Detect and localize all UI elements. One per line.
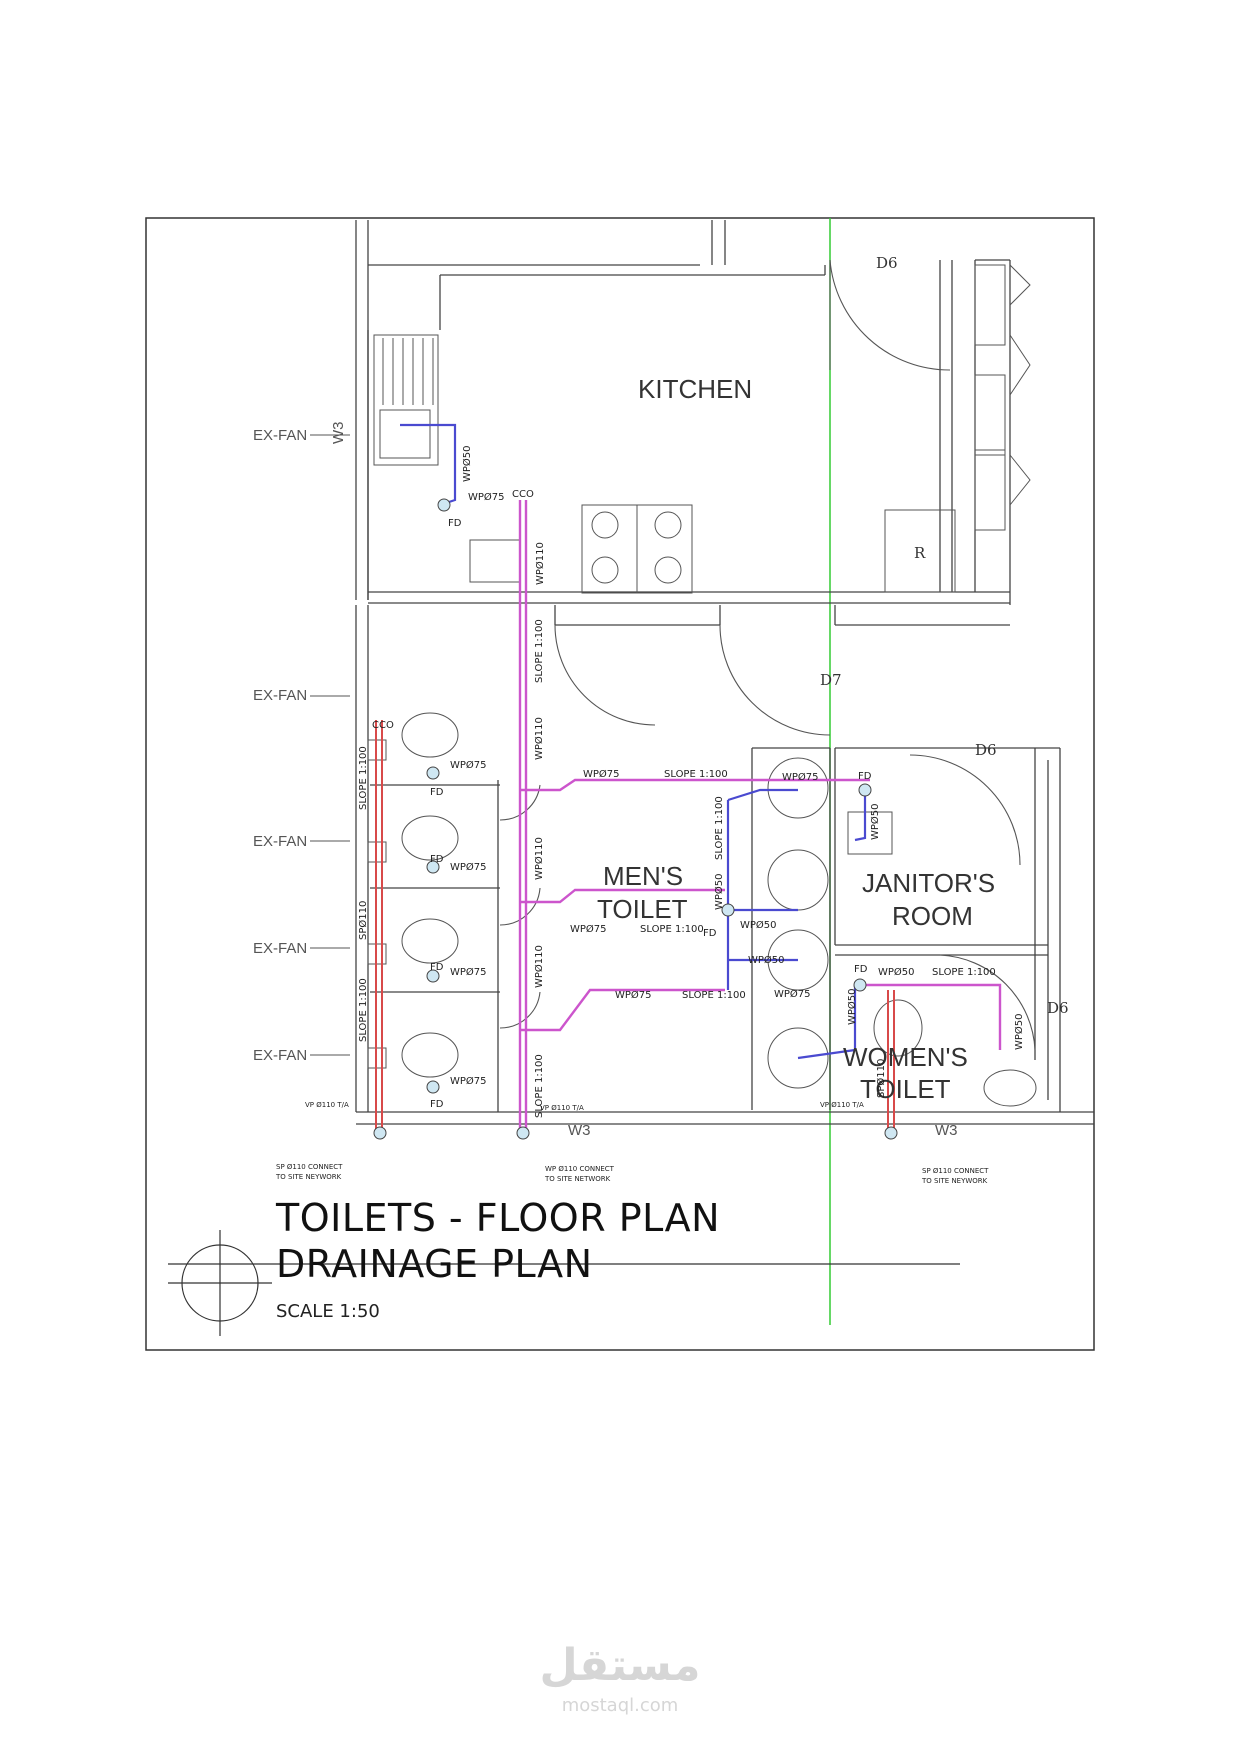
wc-1 <box>401 712 459 758</box>
tag-wp50-womens-v: WPØ50 <box>1013 1013 1025 1050</box>
tag-wp50-womens-2: WPØ50 <box>846 988 858 1025</box>
tag-wp50-basin-2: WPØ50 <box>740 919 777 931</box>
tag-fd-cub-3: FD <box>430 962 444 973</box>
tag-wp110-kitchen: WPØ110 <box>534 542 546 585</box>
drawing-frame <box>145 217 1095 1351</box>
tag-wp110-mens-2: WPØ110 <box>533 837 545 880</box>
tag-fd-cub-1: FD <box>430 787 444 798</box>
tag-slope-vertical: SLOPE 1:100 <box>534 619 545 683</box>
wc-4 <box>401 1032 459 1078</box>
kitchen-fixtures <box>373 334 956 594</box>
room-kitchen: KITCHEN <box>638 374 752 404</box>
room-mens-line2: TOILET <box>597 894 688 924</box>
tag-slope-branch-1: SLOPE 1:100 <box>664 769 728 780</box>
room-womens-line1: WOMEN'S <box>843 1042 968 1072</box>
ex-fan-label-1: EX-FAN <box>253 427 307 444</box>
door-d7: D7 <box>820 671 842 689</box>
ex-fan-label-4: EX-FAN <box>253 940 307 957</box>
tag-fd-cub-4: FD <box>430 1099 444 1110</box>
tag-wp75-cub-2: WPØ75 <box>450 861 487 873</box>
tag-slope-branch-2: SLOPE 1:100 <box>640 924 704 935</box>
note-vp-right: VP Ø110 T/A <box>820 1101 864 1109</box>
tag-wp75-cub-4: WPØ75 <box>450 1075 487 1087</box>
refrigerator <box>884 509 956 593</box>
wc-2 <box>401 815 459 861</box>
tag-fd-janitor: FD <box>858 771 872 782</box>
w3-label-womens: W3 <box>935 1122 958 1139</box>
ex-fan-label-2: EX-FAN <box>253 687 307 704</box>
room-womens-line2: TOILET <box>860 1074 951 1104</box>
drain-points <box>373 498 898 1140</box>
tag-sp110-womens: SPØ110 <box>875 1059 887 1098</box>
tag-wp75-branch-3: WPØ75 <box>615 989 652 1001</box>
tag-fd-womens: FD <box>854 964 868 975</box>
note-wp-connect-1: WP Ø110 CONNECT <box>545 1165 615 1173</box>
watermark-arabic: مستقل <box>539 1640 701 1691</box>
tag-slope-soil-1: SLOPE 1:100 <box>358 746 369 810</box>
tag-fd-kitchen: FD <box>448 518 462 529</box>
tag-wp75-cub-1: WPØ75 <box>450 759 487 771</box>
tag-slope-soil-2: SLOPE 1:100 <box>358 978 369 1042</box>
soil-pipes <box>375 720 895 1135</box>
ex-fan-label-5: EX-FAN <box>253 1047 307 1064</box>
door-d6-kitchen: D6 <box>876 254 898 272</box>
window-frames <box>974 264 1031 531</box>
tag-wp50-basin-3: WPØ50 <box>748 954 785 966</box>
title-block: TOILETS - FLOOR PLAN DRAINAGE PLAN SCALE… <box>276 1195 720 1322</box>
tag-wp110-mens-1: WPØ110 <box>533 717 545 760</box>
walls <box>355 220 1094 1125</box>
room-mens-line1: MEN'S <box>603 861 683 891</box>
note-sp-connect-right-1: SP Ø110 CONNECT <box>922 1167 989 1175</box>
w3-label-kitchen: W3 <box>330 422 347 445</box>
tag-wp75-basin-4: WPØ75 <box>774 988 811 1000</box>
tag-cco-kitchen: CCO <box>512 489 534 500</box>
tag-wp110-mens-3: WPØ110 <box>533 945 545 988</box>
tag-slope-wc-bottom: SLOPE 1:100 <box>534 1054 545 1118</box>
ex-fan-label-3: EX-FAN <box>253 833 307 850</box>
w3-label-mens: W3 <box>568 1122 591 1139</box>
fan-arrows <box>310 434 350 1056</box>
note-sp-connect-right-2: TO SITE NEYWORK <box>921 1177 988 1185</box>
tag-wp75-branch-1: WPØ75 <box>583 768 620 780</box>
tag-wp50-womens-1: WPØ50 <box>878 966 915 978</box>
tag-wp50-janitor: WPØ50 <box>869 803 881 840</box>
tag-wp75-basin-1: WPØ75 <box>782 771 819 783</box>
note-wp-connect-2: TO SITE NETWORK <box>544 1175 611 1183</box>
title-line1: TOILETS - FLOOR PLAN <box>276 1196 721 1240</box>
waste-pipes <box>518 500 1002 1130</box>
door-swings <box>499 259 1036 1051</box>
note-sp-connect-left-1: SP Ø110 CONNECT <box>276 1163 343 1171</box>
tag-wp75-branch-2: WPØ75 <box>570 923 607 935</box>
door-d6-janitor: D6 <box>975 741 997 759</box>
tag-wp50-basin-v: WPØ50 <box>713 873 725 910</box>
tag-sp110-soil: SPØ110 <box>357 901 369 940</box>
door-d6-womens: D6 <box>1047 999 1069 1017</box>
note-vp-center: VP Ø110 T/A <box>540 1104 584 1112</box>
tag-slope-womens: SLOPE 1:100 <box>932 967 996 978</box>
note-vp-left: VP Ø110 T/A <box>305 1101 349 1109</box>
tag-fd-cub-2: FD <box>430 854 444 865</box>
tag-slope-basin: SLOPE 1:100 <box>714 796 725 860</box>
tag-wp75-kitchen: WPØ75 <box>468 491 505 503</box>
room-janitor-line2: ROOM <box>892 901 973 931</box>
note-sp-connect-left-2: TO SITE NEYWORK <box>275 1173 342 1181</box>
tag-cco-mens: CCO <box>372 720 394 731</box>
tag-refrigerator: R <box>914 544 926 562</box>
wc-women <box>873 999 923 1057</box>
tag-wp50-kitchen: WPØ50 <box>461 445 473 482</box>
title-scale: SCALE 1:50 <box>276 1301 380 1322</box>
watermark-site: mostaql.com <box>561 1695 679 1716</box>
room-janitor-line1: JANITOR'S <box>862 868 995 898</box>
tag-fd-mens-branch: FD <box>703 928 717 939</box>
tag-slope-branch-3: SLOPE 1:100 <box>682 990 746 1001</box>
kitchen-sink <box>373 334 439 466</box>
title-line2: DRAINAGE PLAN <box>276 1242 593 1286</box>
branch-pipes <box>400 423 867 1060</box>
section-marker-icon <box>168 1230 960 1336</box>
tag-wp75-cub-3: WPØ75 <box>450 966 487 978</box>
wc-3 <box>401 918 459 964</box>
